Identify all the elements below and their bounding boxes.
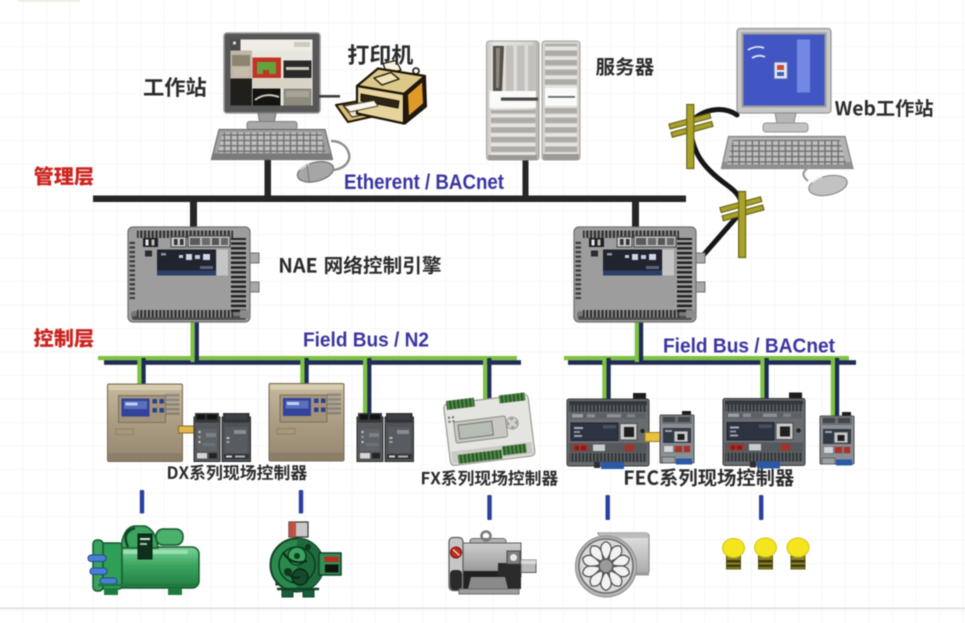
- svg-text:Field Bus / N2: Field Bus / N2: [303, 330, 429, 352]
- svg-text:Field Bus / BACnet: Field Bus / BACnet: [663, 336, 835, 358]
- svg-text:Etherent / BACnet: Etherent / BACnet: [344, 171, 504, 194]
